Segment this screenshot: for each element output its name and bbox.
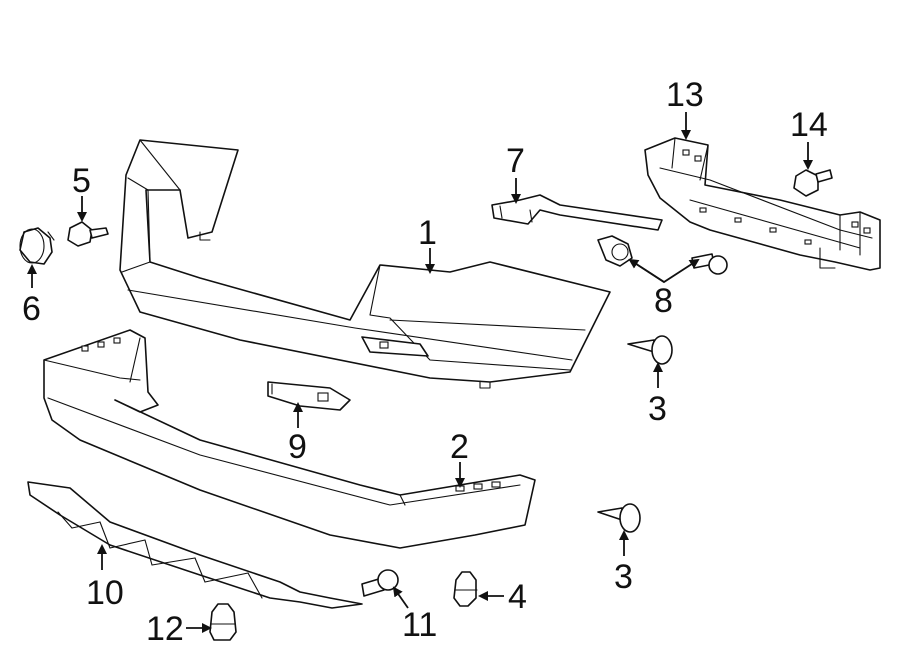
leader-8-left-tip [628, 258, 665, 283]
callout-labels: 1 2 3 3 4 5 6 7 8 9 10 11 12 13 14 [22, 76, 828, 648]
callout-13: 13 [666, 76, 704, 114]
callout-12: 12 [146, 610, 184, 648]
callout-8: 8 [654, 282, 673, 320]
callout-7: 7 [506, 142, 525, 180]
screw-8a-part [597, 235, 633, 267]
bolt-11-part [361, 569, 399, 597]
bolt-5-part [67, 221, 109, 247]
diffuser-part [27, 481, 363, 609]
bolt-14-part [793, 169, 833, 197]
callout-11: 11 [402, 606, 437, 644]
callout-10: 10 [86, 574, 124, 612]
callout-6: 6 [22, 290, 41, 328]
lower-valance-part [43, 329, 536, 549]
leader-8 [629, 258, 700, 284]
callout-9: 9 [288, 428, 307, 466]
callout-4: 4 [508, 578, 527, 616]
screw-8b-part [691, 253, 728, 275]
callout-3b: 3 [614, 558, 633, 596]
callout-5: 5 [72, 162, 91, 200]
callout-1: 1 [418, 214, 437, 252]
reflector-part [267, 381, 351, 411]
leader-11 [392, 586, 409, 609]
impact-bar-part [644, 137, 881, 271]
callout-3a: 3 [648, 390, 667, 428]
leader-lines [27, 112, 813, 633]
plug-part [19, 227, 55, 265]
side-bracket-part [491, 194, 663, 231]
bumper-cover-part [119, 139, 611, 389]
push-pin-3a-part [627, 335, 673, 365]
clip-nut-12-part [209, 603, 237, 641]
callout-2: 2 [450, 428, 469, 466]
clip-nut-4-part [453, 571, 478, 607]
callout-14: 14 [790, 106, 828, 144]
push-pin-3b-part [597, 503, 641, 533]
